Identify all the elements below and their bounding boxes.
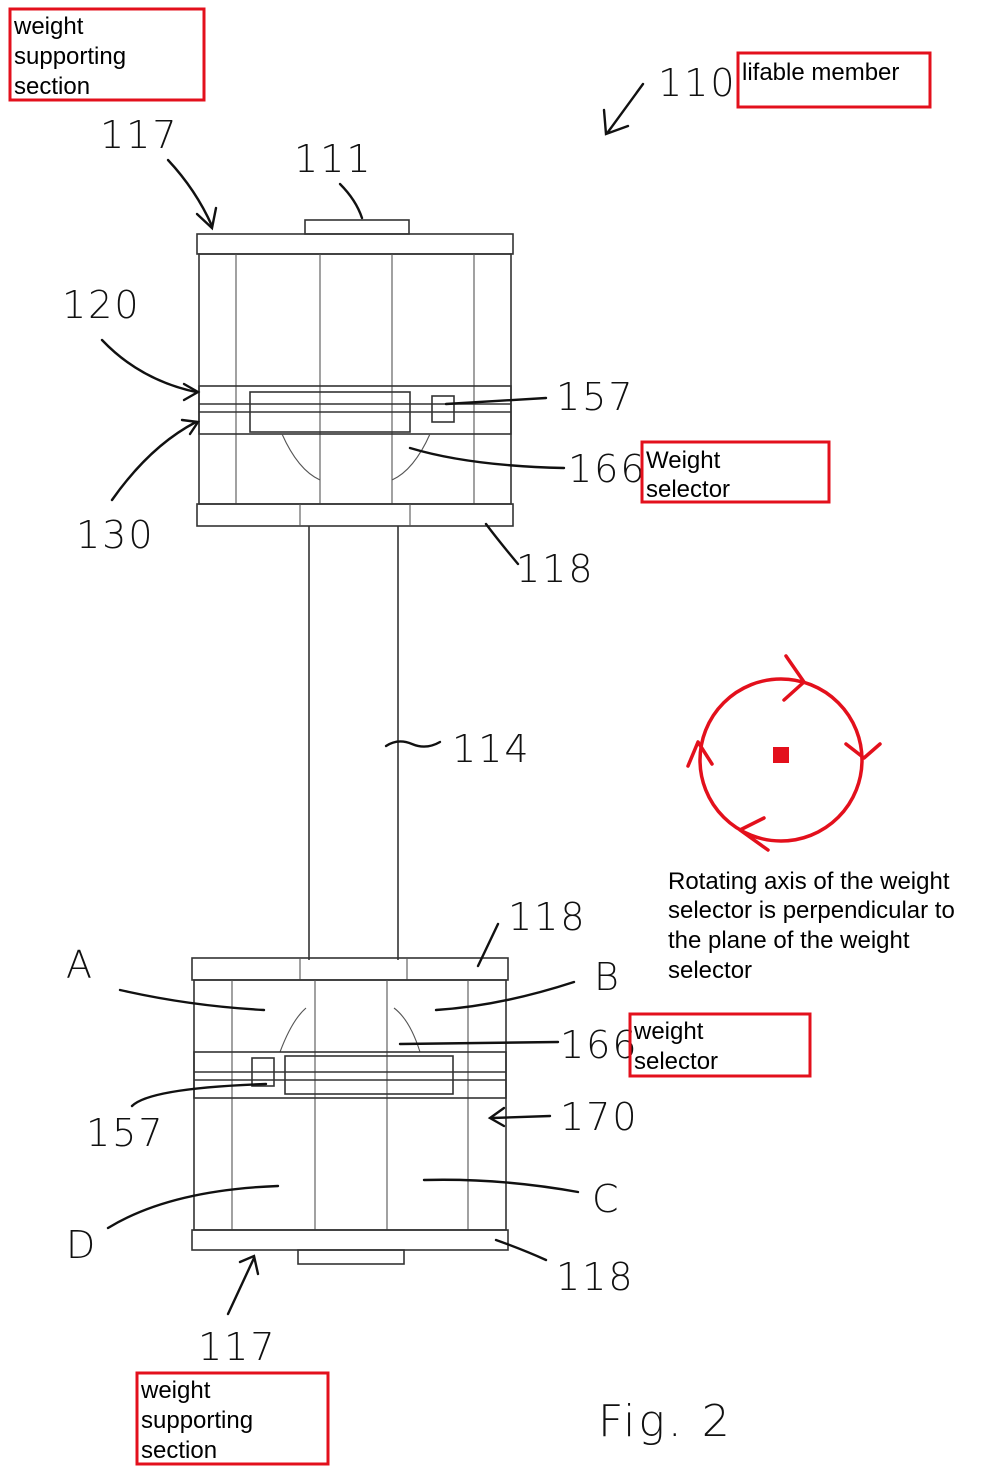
- ref-130: 130: [76, 513, 155, 557]
- annotation-text-line: Weight: [646, 447, 721, 474]
- annotation-text-line: weight: [140, 1377, 211, 1404]
- annotation-text-line: weight: [13, 13, 84, 40]
- ref-166-top: 166: [568, 447, 647, 491]
- annotation-weight-supporting-top: weight supporting section: [8, 7, 206, 102]
- top-weight-body: [198, 253, 512, 505]
- ref-120: 120: [62, 283, 141, 327]
- top-selector-shaft: [249, 391, 411, 433]
- ref-157-top: 157: [556, 375, 635, 419]
- bottom-selector-bar: [193, 1051, 507, 1099]
- ref-A: A: [66, 943, 94, 987]
- bottom-handle-nub: [297, 1249, 405, 1265]
- ref-B: B: [594, 955, 621, 999]
- bottom-weight-body: [193, 979, 507, 1231]
- top-inner-plate: [196, 503, 514, 527]
- ref-166-bottom: 166: [560, 1023, 639, 1067]
- annotation-weight-selector-top: Weight selector: [640, 440, 831, 504]
- annotation-text-line: selector: [646, 476, 730, 503]
- circular-rotation-arrows-icon: [686, 654, 882, 852]
- ref-118-top: 118: [516, 547, 595, 591]
- ref-157-bottom: 157: [86, 1111, 165, 1155]
- handle-114: [308, 526, 399, 960]
- annotation-text-line: supporting: [14, 43, 126, 70]
- annotation-text-line: selector: [634, 1048, 718, 1075]
- ref-111: 111: [294, 137, 373, 181]
- bottom-weight-assembly: [191, 957, 509, 1265]
- top-latch-157: [431, 395, 455, 423]
- ref-118-mid: 118: [508, 895, 587, 939]
- rotation-axis-point: [773, 747, 789, 763]
- note-line: selector is perpendicular to: [668, 897, 955, 924]
- bottom-end-plate: [191, 1229, 509, 1251]
- ref-117-bottom: 117: [198, 1325, 277, 1369]
- annotation-text-line: lifable member: [742, 59, 899, 86]
- note-line: the plane of the weight: [668, 927, 910, 954]
- ref-118-bottom: 118: [556, 1255, 635, 1299]
- annotation-weight-selector-bottom: weight selector: [628, 1012, 812, 1078]
- top-end-plate: [196, 233, 514, 255]
- note-line: selector: [668, 957, 752, 984]
- annotation-weight-supporting-bottom: weight supporting section: [135, 1371, 330, 1466]
- leader-lines: [100, 82, 645, 1316]
- ref-114: 114: [452, 727, 531, 771]
- ref-170: 170: [560, 1095, 639, 1139]
- reference-numerals: 110 117 111 120 157 166 130 118 114 118 …: [62, 61, 737, 1447]
- ref-110: 110: [658, 61, 737, 105]
- bottom-selector-shaft: [284, 1055, 454, 1095]
- annotation-text-line: supporting: [141, 1407, 253, 1434]
- top-weight-assembly: [196, 219, 514, 527]
- bottom-inner-plate: [191, 957, 509, 981]
- annotation-text-line: weight: [633, 1018, 704, 1045]
- rotating-axis-note: Rotating axis of the weight selector is …: [668, 868, 955, 984]
- handle-nub: [304, 219, 410, 235]
- annotation-text-line: section: [141, 1437, 217, 1464]
- note-line: Rotating axis of the weight: [668, 868, 950, 895]
- ref-C: C: [592, 1177, 621, 1221]
- ref-117-top: 117: [100, 113, 179, 157]
- ref-D: D: [66, 1223, 97, 1267]
- annotation-lifable-member: lifable member: [736, 51, 932, 109]
- top-selector-bar: [198, 385, 512, 435]
- annotation-text-line: section: [14, 73, 90, 100]
- bottom-latch-157: [251, 1057, 275, 1087]
- figure-label: Fig. 2: [598, 1396, 733, 1447]
